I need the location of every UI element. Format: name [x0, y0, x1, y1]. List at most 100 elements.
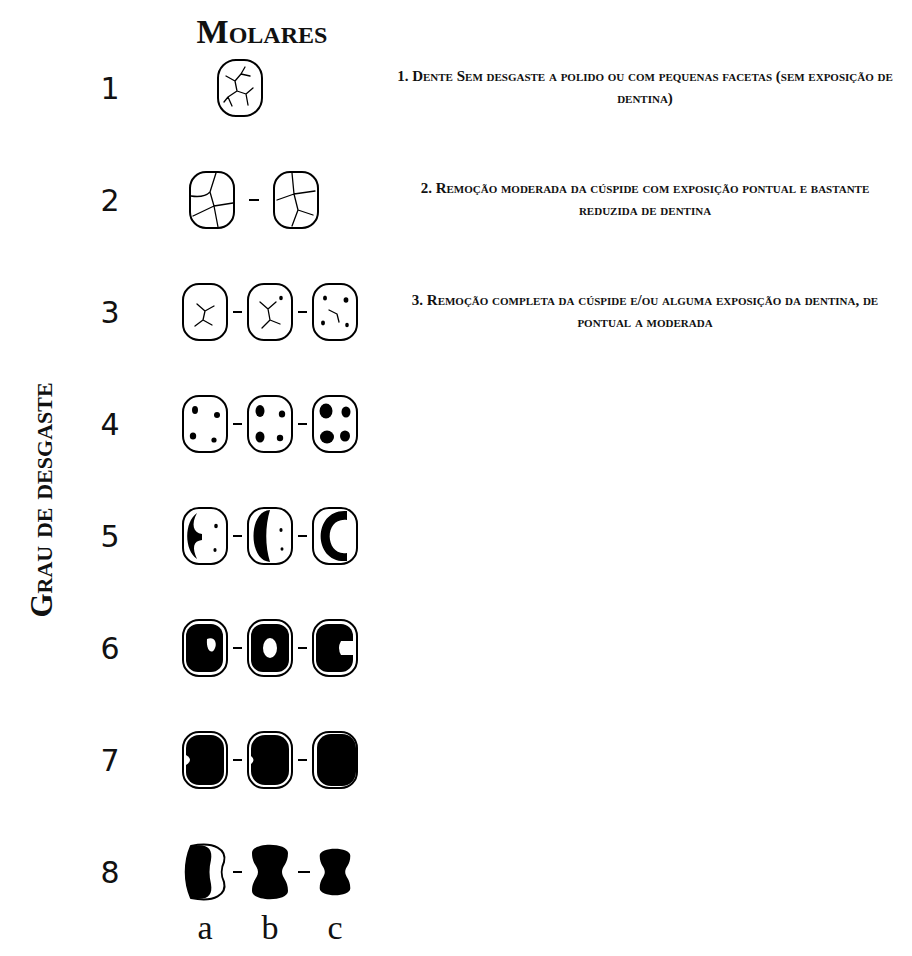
drawing-part [320, 404, 333, 419]
label-text: 7 [100, 743, 119, 778]
label-text: 1. Dente Sem desgaste a polido ou com pe… [390, 66, 900, 110]
label-text: Grau de desgaste [24, 382, 60, 617]
grade-number: 1 [100, 71, 119, 106]
dash [233, 535, 242, 537]
molar-grade-7 [313, 732, 357, 788]
drawing-part [211, 437, 216, 442]
drawing-part [186, 845, 225, 900]
molar-grade-6 [183, 620, 227, 676]
drawing-part [329, 310, 339, 322]
grade-description: 1. Dente Sem desgaste a polido ou com pe… [390, 66, 900, 110]
molar-grade-1 [218, 60, 262, 116]
drawing-part [251, 735, 289, 785]
dash [298, 647, 307, 649]
drawing-part [313, 396, 357, 452]
drawing-part [183, 620, 227, 676]
dash [298, 423, 307, 425]
drawing-part [248, 396, 292, 452]
drawing-part [316, 624, 353, 672]
label-text: 2. Remoção moderada da cúspide com expos… [390, 178, 900, 222]
drawing-part [313, 508, 357, 564]
drawing-part [277, 435, 283, 441]
molar-grade-8 [186, 845, 225, 900]
dash [298, 759, 307, 761]
drawing-part [248, 620, 292, 676]
drawing-part [277, 173, 315, 226]
label-text: 2 [100, 183, 119, 218]
title-text: Molares [197, 13, 328, 51]
label-text: 6 [100, 631, 119, 666]
drawing-part [313, 620, 357, 676]
drawing-part [183, 732, 227, 788]
drawing-part [213, 548, 216, 552]
drawing-part [252, 845, 288, 900]
drawing-part [214, 524, 218, 528]
molar-grade-6 [313, 620, 357, 676]
drawing-part [317, 734, 356, 786]
drawing-part [186, 735, 224, 785]
drawing-part [186, 845, 212, 899]
molar-grade-5 [248, 508, 292, 564]
molar-grade-6 [248, 620, 292, 676]
molar-grade-7 [248, 732, 292, 788]
label-text: 3 [100, 295, 119, 330]
molar-grade-7 [183, 732, 227, 788]
drawing-part [263, 638, 277, 658]
molar-grade-4 [183, 396, 227, 452]
drawing-part [183, 396, 227, 452]
label-text: 3. Remoção completa da cúspide e/ou algu… [390, 290, 900, 334]
grade-number: 6 [100, 631, 119, 666]
dash [298, 871, 310, 873]
drawing-part [190, 172, 234, 228]
grade-description: 2. Remoção moderada da cúspide com expos… [390, 178, 900, 222]
grade-number: 8 [100, 855, 119, 890]
column-letter: b [262, 909, 279, 947]
drawing-part [224, 67, 253, 106]
drawing-part [218, 60, 262, 116]
drawing-part [190, 433, 196, 440]
drawing-part [260, 302, 280, 328]
molar-grade-2 [274, 172, 318, 228]
dash [298, 535, 307, 537]
drawing-part [345, 323, 349, 327]
drawing-part [342, 407, 351, 418]
drawing-part [256, 432, 265, 443]
label-text: 8 [100, 855, 119, 890]
molar-grade-4 [313, 396, 357, 452]
dash [233, 647, 242, 649]
drawing-part [214, 412, 220, 418]
dash [233, 871, 242, 873]
drawing-part [191, 173, 233, 227]
dash [249, 199, 259, 201]
drawing-part [195, 304, 214, 326]
drawing-part [186, 624, 223, 672]
grade-number: 5 [100, 519, 119, 554]
drawing-part [340, 431, 350, 442]
label-text: 4 [100, 407, 119, 442]
molar-grade-8 [252, 845, 288, 900]
label-text: b [262, 909, 279, 947]
drawing-part [187, 513, 202, 559]
drawing-part [279, 296, 283, 300]
drawing-part [321, 511, 347, 561]
dash [233, 311, 242, 313]
drawing-part [248, 508, 292, 564]
grade-number: 2 [100, 183, 119, 218]
drawing-part [281, 547, 284, 551]
axis-title: Grau de desgaste [24, 382, 60, 617]
drawing-part [248, 732, 292, 788]
dash [233, 759, 242, 761]
diagram-title: Molares [197, 13, 328, 51]
drawing-part [313, 284, 357, 340]
molar-grade-3 [183, 284, 227, 340]
label-text: a [197, 909, 212, 947]
drawing-part [320, 431, 334, 444]
drawing-part [321, 321, 325, 326]
drawing-part [192, 406, 198, 414]
grade-number: 3 [100, 295, 119, 330]
label-text: c [327, 909, 342, 947]
molar-grade-5 [183, 508, 227, 564]
drawing-part [320, 849, 351, 895]
drawing-part [344, 297, 349, 303]
